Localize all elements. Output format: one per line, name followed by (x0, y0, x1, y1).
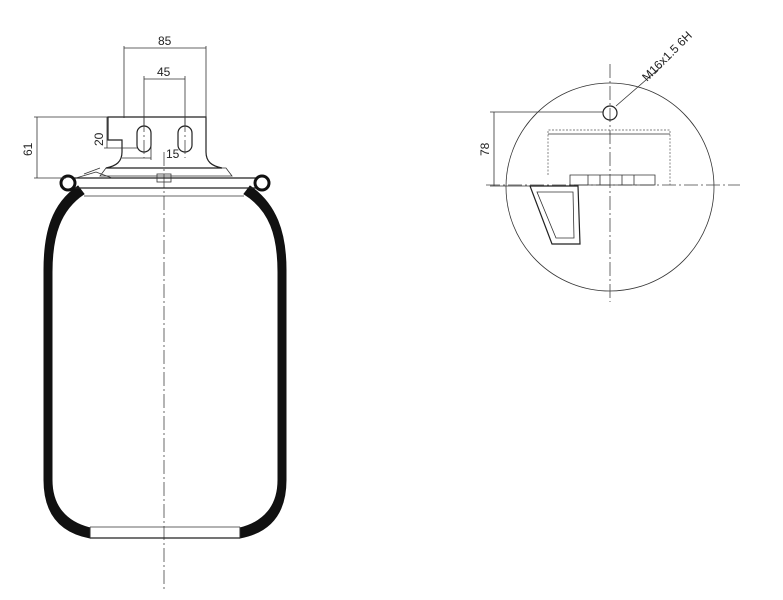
top-bead-left (59, 174, 77, 192)
thread-leader (615, 65, 663, 107)
dim-78-label: 78 (478, 142, 492, 156)
bellow-left-wall (43, 185, 91, 539)
clamp-block (569, 174, 656, 186)
dim-85-label: 85 (158, 34, 172, 48)
dim-15-label: 15 (166, 147, 180, 161)
thread-hole (602, 105, 618, 121)
center-nut (156, 173, 172, 183)
plate-hatched-outline (547, 129, 671, 185)
top-bead-right (253, 174, 271, 192)
top-plate-flange (99, 167, 233, 177)
mounting-bracket (105, 116, 223, 169)
bellow-right-wall (239, 185, 287, 539)
dim-20-label: 20 (92, 132, 106, 146)
connector-inner (536, 191, 575, 239)
side-view: 85 45 61 20 15 (21, 34, 287, 590)
dim-45-label: 45 (157, 65, 171, 79)
connector-outer (529, 185, 581, 245)
top-view: M16x1.5 6H 78 (478, 28, 740, 302)
thread-label: M16x1.5 6H (639, 28, 695, 84)
dim-61-label: 61 (21, 142, 35, 156)
top-plate-edge (75, 167, 113, 179)
